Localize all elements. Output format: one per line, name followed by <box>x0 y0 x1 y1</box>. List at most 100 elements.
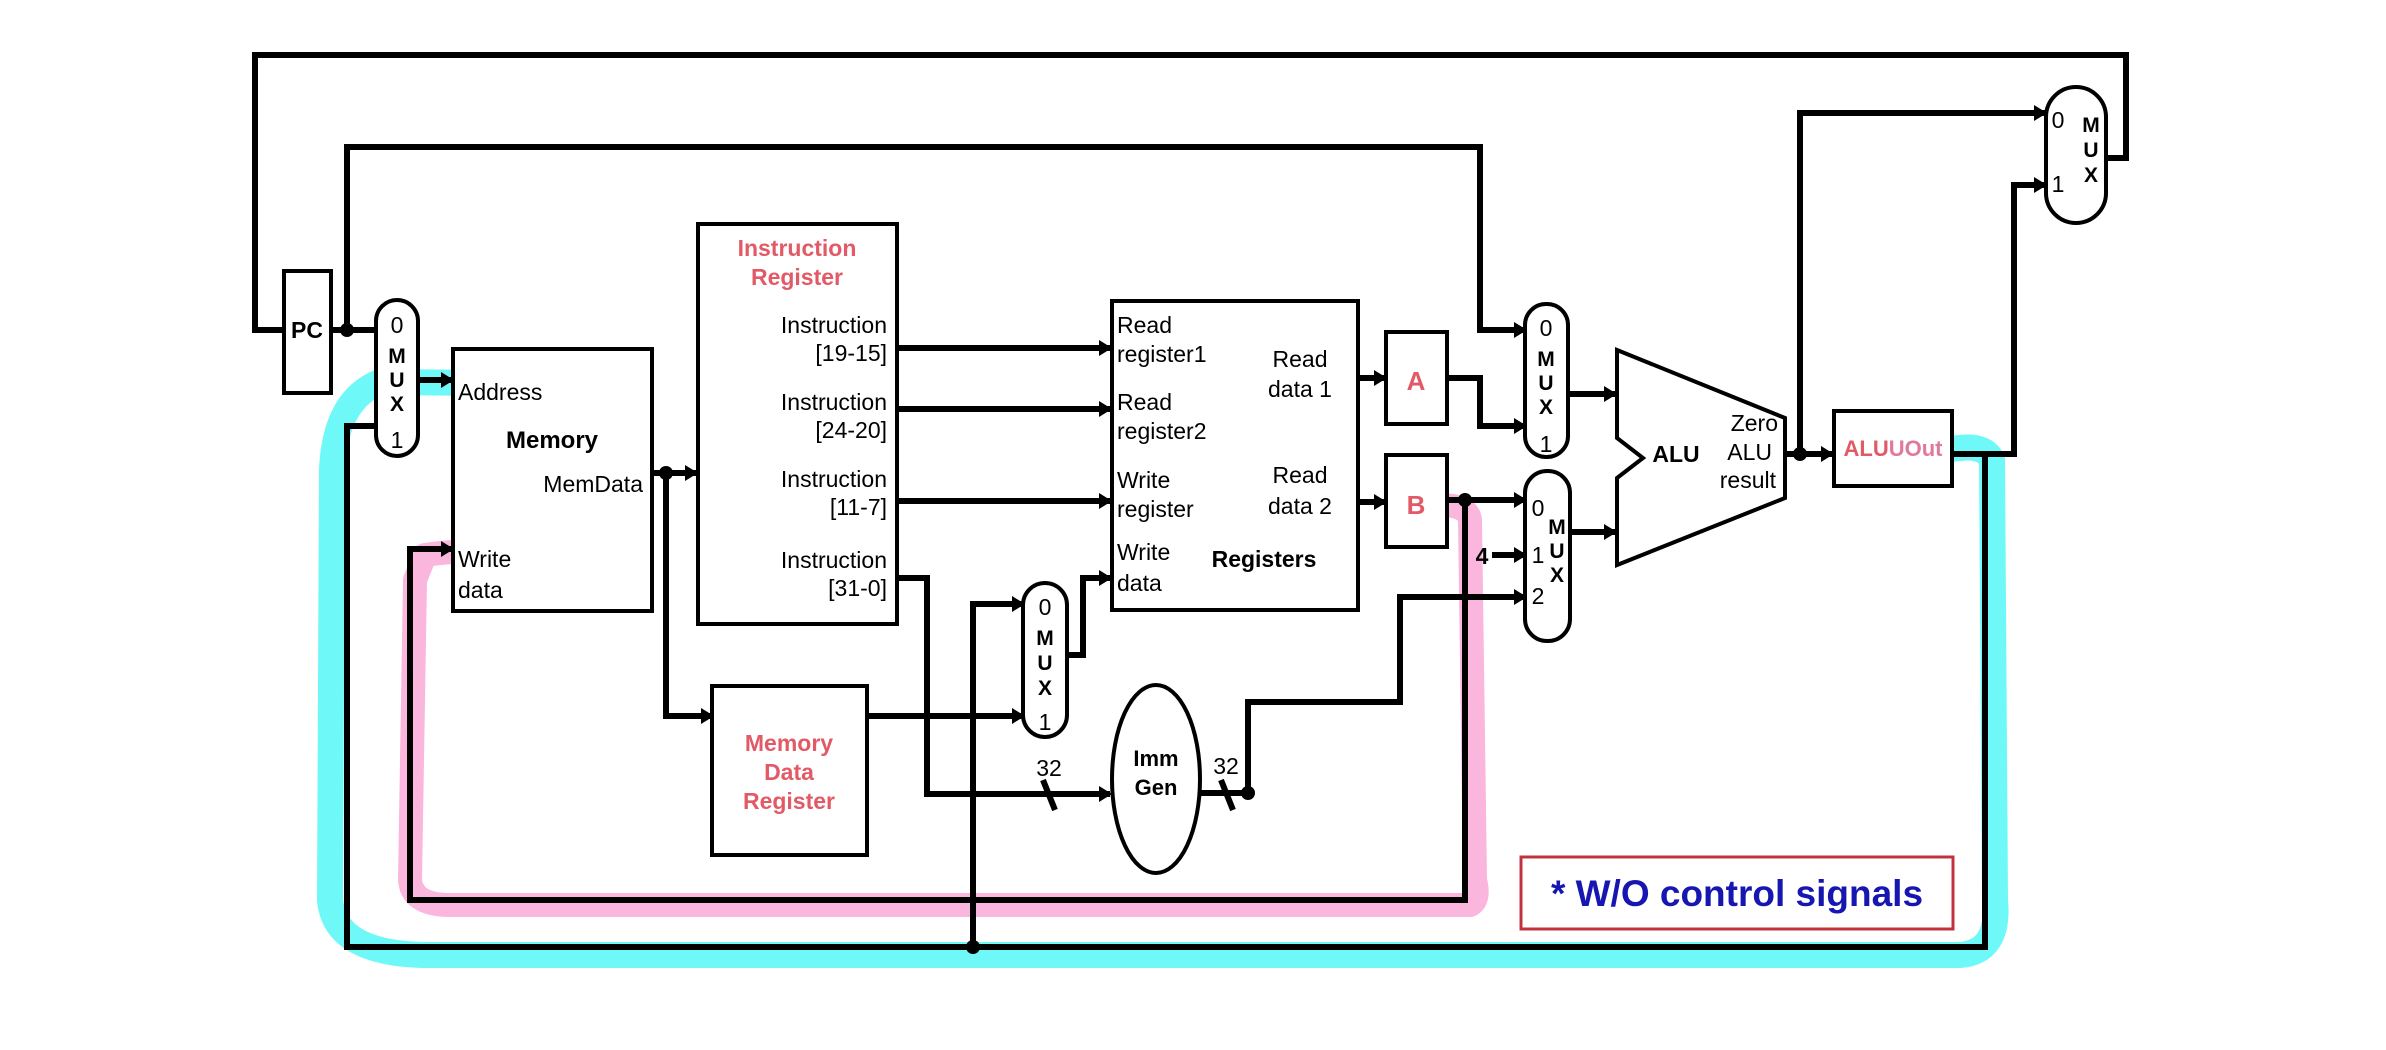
mux-writedata-u: U <box>1037 652 1052 675</box>
bus-slash-out <box>1218 778 1236 812</box>
mux-alu-a-in1: 1 <box>1540 431 1553 457</box>
wire-ir-to-immgen <box>897 575 1110 797</box>
imm-gen <box>1110 683 1202 875</box>
mux-writedata-in1: 1 <box>1039 709 1052 735</box>
mux-writedata-m: M <box>1036 627 1054 650</box>
memory-memdata-label: MemData <box>543 471 643 497</box>
reg-write-b: register <box>1117 496 1194 522</box>
immgen-line1: Imm <box>1133 746 1178 771</box>
mux-address-in1: 1 <box>391 427 404 453</box>
register-file <box>1110 299 1360 612</box>
mux-alu-b-in2: 2 <box>1532 583 1545 609</box>
wires <box>252 52 2129 950</box>
aluout-part2: UOut <box>1889 436 1943 461</box>
alu-label: ALU <box>1652 441 1699 467</box>
mux-pc-x: X <box>2084 164 2098 187</box>
mux-address-in0: 0 <box>391 312 404 338</box>
reg-read1-a: Read <box>1117 312 1172 338</box>
note-box <box>1519 855 1955 931</box>
mux-pc-in0: 0 <box>2052 107 2065 133</box>
mux-alu-b-x: X <box>1550 564 1564 587</box>
ir-field-rs2-b: [24-20] <box>815 417 887 443</box>
ir-field-rs2-a: Instruction <box>781 389 887 415</box>
aluout-label: ALUUOut <box>1844 436 1944 461</box>
reg-rd2-a: Read <box>1273 462 1328 488</box>
ir-field-rs1-b: [19-15] <box>815 340 887 366</box>
wire-b-to-writedata <box>407 498 1468 903</box>
wire-immgen-to-alubmux <box>1163 594 1525 796</box>
mux-pc-m: M <box>2082 114 2100 137</box>
reg-write-a: Write <box>1117 467 1170 493</box>
reg-b <box>1384 453 1449 549</box>
mux-alu-b-m: M <box>1548 516 1566 539</box>
mux-alu-b-in0: 0 <box>1532 495 1545 521</box>
memory-write-label: Write <box>458 546 511 572</box>
mux-address <box>374 298 420 458</box>
mux-alu-a-m: M <box>1537 348 1555 371</box>
mdr-line1: Memory <box>745 730 833 756</box>
reg-read2-a: Read <box>1117 389 1172 415</box>
mux-writedata-x: X <box>1038 677 1052 700</box>
mux-alu-a <box>1523 302 1570 459</box>
memory-data-label: data <box>458 577 503 603</box>
alu-result-b: result <box>1720 467 1777 493</box>
ir-title-line2: Register <box>751 264 843 290</box>
instruction-register <box>696 222 899 626</box>
alu-zero: Zero <box>1731 410 1778 436</box>
aluout-part1: ALU <box>1844 436 1889 461</box>
pc-label: PC <box>291 317 323 343</box>
wire-alu-to-pcmux <box>1797 110 2045 454</box>
wire-pc-to-aluamux <box>344 144 1525 333</box>
const-four: 4 <box>1476 543 1489 569</box>
aluout-register <box>1832 409 1954 488</box>
mux-pc-in1: 1 <box>2052 171 2065 197</box>
mdr-line2: Data <box>764 759 814 785</box>
reg-rd1-a: Read <box>1273 346 1328 372</box>
mux-address-m: M <box>388 345 406 368</box>
mux-address-x: X <box>390 393 404 416</box>
reg-read2-b: register2 <box>1117 418 1206 444</box>
mdr-line3: Register <box>743 788 835 814</box>
reg-rd2-b: data 2 <box>1268 493 1332 519</box>
mux-alu-a-in0: 0 <box>1540 315 1553 341</box>
reg-b-label: B <box>1407 490 1426 520</box>
alu-result-a: ALU <box>1727 439 1772 465</box>
memory-data-register <box>710 684 869 857</box>
ir-field-rd-b: [11-7] <box>830 494 887 520</box>
wire-pcmux-to-pc <box>252 52 2129 333</box>
mux-alu-b-u: U <box>1549 540 1564 563</box>
ir-title-line1: Instruction <box>738 235 857 261</box>
reg-rd1-b: data 1 <box>1268 376 1332 402</box>
mux-pc-u: U <box>2083 139 2098 162</box>
immgen-out-bits: 32 <box>1213 753 1239 779</box>
mux-alu-a-u: U <box>1538 372 1553 395</box>
mux-address-u: U <box>389 369 404 392</box>
memory-unit <box>451 347 654 613</box>
reg-a <box>1384 330 1449 426</box>
immgen-in-bits: 32 <box>1036 755 1062 781</box>
reg-read1-b: register1 <box>1117 341 1206 367</box>
mux-pc <box>2044 85 2108 225</box>
wire-aluout-to-muxwd <box>970 601 1023 947</box>
junction-dots <box>340 323 1807 954</box>
mux-alu-a-x: X <box>1539 396 1553 419</box>
ir-field-all-a: Instruction <box>781 547 887 573</box>
wire-a-to-aluamux <box>1447 375 1525 429</box>
wire-aluout-loop <box>344 423 1988 950</box>
note-text: * W/O control signals <box>1551 873 1923 914</box>
wire-aluout-to-pcmux <box>1952 182 2045 457</box>
ir-field-all-b: [31-0] <box>828 575 887 601</box>
mux-writedata <box>1021 581 1069 739</box>
alu-unit <box>1615 347 1787 568</box>
wire-muxwd-to-writedata <box>1067 575 1110 658</box>
memory-address-label: Address <box>458 379 542 405</box>
mux-alu-b <box>1523 469 1572 643</box>
ir-field-rs1-a: Instruction <box>781 312 887 338</box>
mux-alu-b-in1: 1 <box>1532 542 1545 568</box>
ir-field-rd-a: Instruction <box>781 466 887 492</box>
registers-title: Registers <box>1212 546 1317 572</box>
wire-memdata-to-mdr <box>663 473 712 719</box>
reg-writedata-b: data <box>1117 570 1162 596</box>
reg-a-label: A <box>1407 366 1426 396</box>
